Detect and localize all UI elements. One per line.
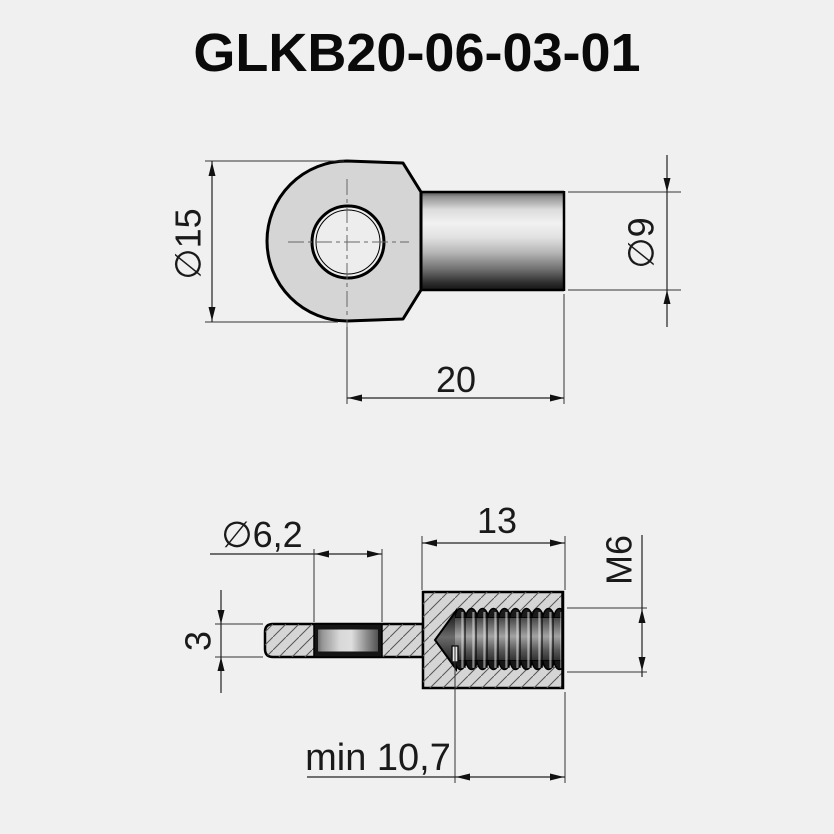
dim-label: ∅15 bbox=[168, 208, 209, 279]
section-view: ∅6,2 13 M6 bbox=[178, 500, 647, 783]
dim-arrow bbox=[423, 539, 437, 547]
dim-shaft-diameter: ∅9 bbox=[568, 155, 681, 327]
dim-thread-size: M6 bbox=[567, 535, 647, 677]
dim-thread-depth: min 10,7 bbox=[305, 646, 566, 783]
dim-arrow bbox=[638, 609, 646, 623]
dim-arrow bbox=[208, 162, 216, 176]
dim-outer-diameter: ∅15 bbox=[168, 160, 344, 323]
dim-arrow bbox=[217, 610, 225, 624]
dim-arrow bbox=[217, 657, 225, 671]
dim-eye-hole-diameter: ∅6,2 bbox=[210, 514, 383, 622]
drawing-title: GLKB20-06-03-01 bbox=[193, 23, 641, 83]
dim-body-length: 13 bbox=[421, 500, 566, 590]
dim-arrow bbox=[663, 290, 671, 304]
dim-arrow bbox=[550, 539, 564, 547]
dim-label: 13 bbox=[477, 500, 517, 541]
dim-arrow bbox=[456, 773, 470, 781]
dim-label: ∅6,2 bbox=[221, 514, 302, 555]
shaft-body bbox=[422, 192, 564, 290]
dim-arrow bbox=[550, 773, 564, 781]
dim-arrow bbox=[315, 550, 329, 558]
dim-arrow bbox=[638, 657, 646, 671]
front-view: ∅15 ∅9 20 bbox=[168, 155, 681, 404]
thread-ribs bbox=[455, 612, 562, 668]
internal-thread bbox=[451, 592, 564, 688]
shaft-cylinder bbox=[422, 190, 566, 292]
dim-label: M6 bbox=[599, 535, 640, 585]
dim-arrow bbox=[367, 550, 381, 558]
dim-arrow bbox=[348, 394, 362, 402]
dim-eye-thickness: 3 bbox=[178, 590, 263, 693]
dim-label: ∅9 bbox=[621, 217, 662, 268]
dim-label: 3 bbox=[178, 631, 219, 651]
dim-label: min 10,7 bbox=[305, 737, 451, 779]
dim-arrow bbox=[663, 178, 671, 192]
dim-arrow bbox=[208, 307, 216, 321]
dim-shaft-length: 20 bbox=[346, 294, 565, 404]
hole-bore-surface bbox=[318, 629, 378, 652]
dim-arrow bbox=[550, 394, 564, 402]
tab-hole-section bbox=[313, 623, 383, 658]
dim-label: 20 bbox=[436, 359, 476, 400]
